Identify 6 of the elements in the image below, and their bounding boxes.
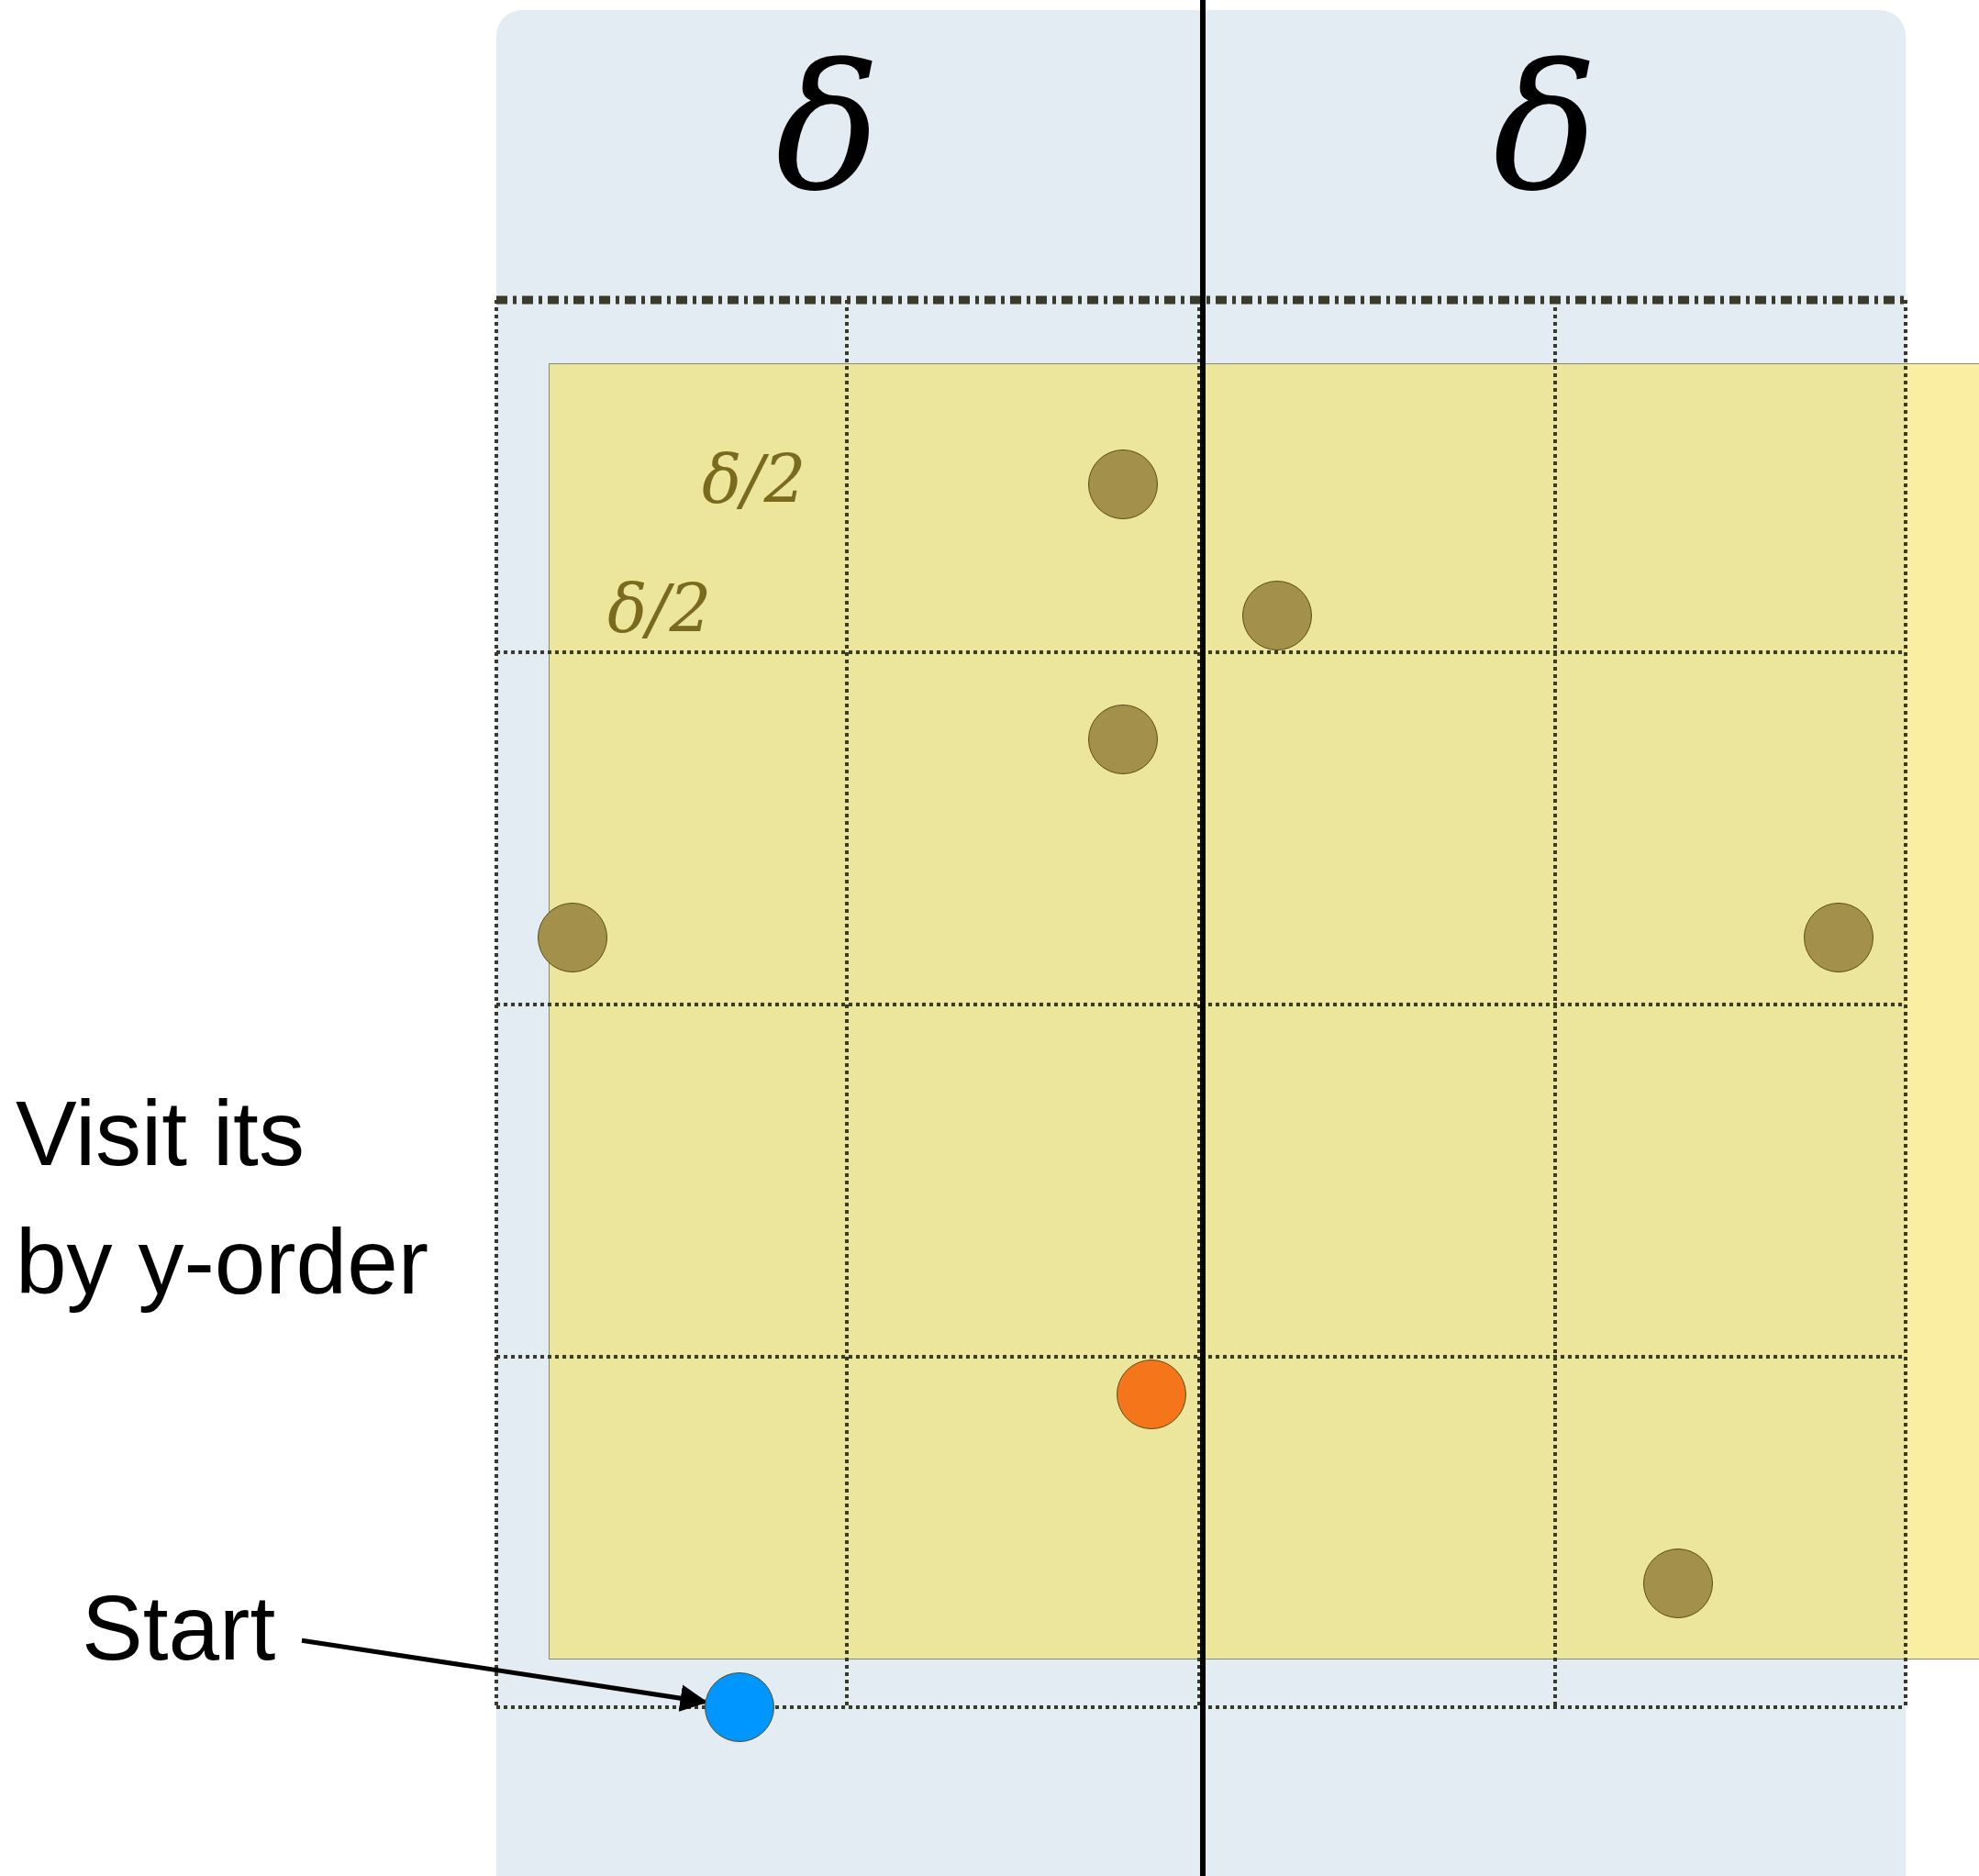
delta-label: δ — [775, 41, 881, 216]
note-text: Visit its by y-order — [16, 1081, 430, 1315]
half-delta-label: δ/2 — [607, 576, 712, 642]
start-label: Start — [82, 1582, 276, 1673]
half-delta-label: δ/2 — [702, 447, 806, 513]
delta-label: δ — [1493, 41, 1598, 216]
